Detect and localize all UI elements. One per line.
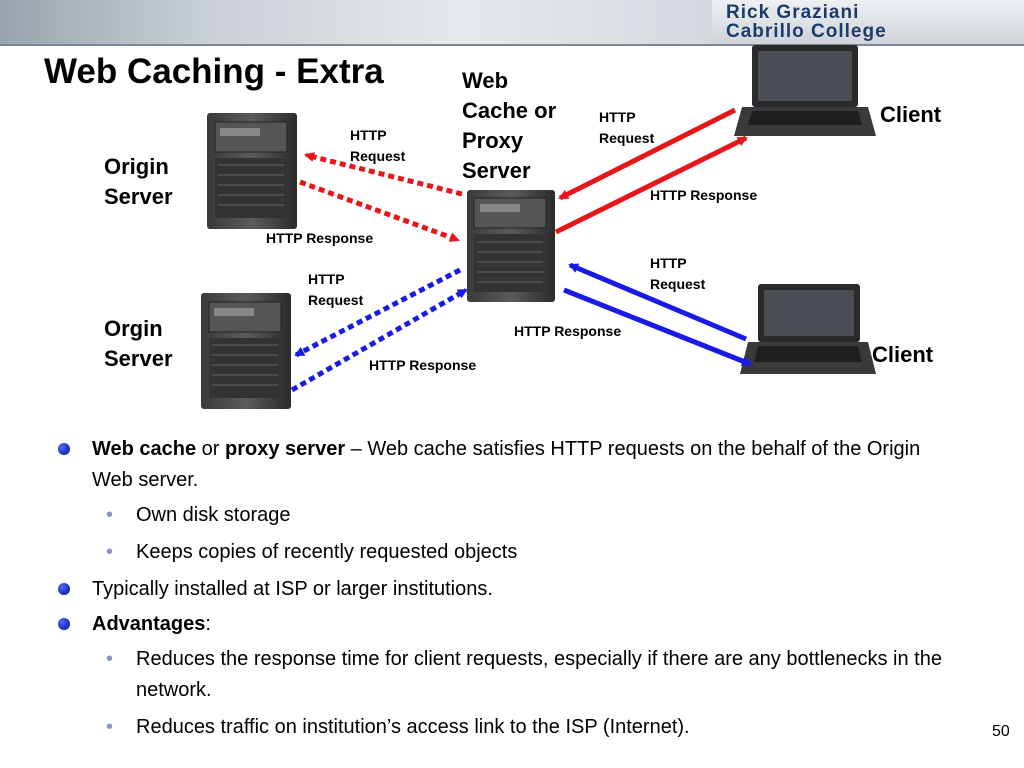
red-client-request-arrow (558, 107, 737, 201)
sub-bullet-marker: • (106, 716, 114, 738)
blue-client-request-label: HTTP Request (650, 255, 706, 292)
page-number: 50 (992, 723, 1010, 740)
blue-origin-response-label: HTTP Response (369, 357, 477, 373)
red-client-response-label: HTTP Response (650, 187, 758, 203)
blue-client-request-arrow (568, 262, 747, 342)
red-client-request-label: HTTP Request (599, 109, 655, 146)
sub-bullet-traffic: • Reduces traffic on institution’s acces… (56, 712, 956, 743)
blue-client-response-arrow (563, 287, 752, 367)
bullet-marker (58, 583, 70, 595)
bullet-marker (58, 443, 70, 455)
bullet-list: Web cache or proxy server – Web cache sa… (56, 434, 956, 749)
author-name: Rick Graziani (726, 2, 860, 23)
origin-server-1-label: Origin Server (104, 154, 173, 209)
origin-server-1-icon (207, 113, 297, 229)
blue-origin-request-label: HTTP Request (308, 271, 364, 308)
origin-server-2-label: Orgin Server (104, 316, 173, 371)
sub-bullet-marker: • (106, 541, 114, 563)
red-origin-response-arrow (299, 179, 460, 243)
author-institution: Cabrillo College (726, 21, 887, 42)
sub-bullet-disk-storage: • Own disk storage (56, 500, 956, 531)
origin-server-2-icon (201, 293, 291, 409)
blue-origin-response-arrow (290, 287, 468, 393)
sub-bullet-marker: • (106, 504, 114, 526)
caching-diagram (201, 45, 876, 409)
blue-client-response-label: HTTP Response (514, 323, 622, 339)
red-origin-response-label: HTTP Response (266, 230, 374, 246)
sub-bullet-copies: • Keeps copies of recently requested obj… (56, 537, 956, 568)
sub-bullet-marker: • (106, 648, 114, 670)
red-client-response-arrow (554, 135, 748, 235)
bullet-installed: Typically installed at ISP or larger ins… (56, 574, 956, 605)
bullet-marker (58, 618, 70, 630)
client-2-label: Client (872, 342, 934, 367)
client-2-laptop-icon (740, 284, 876, 374)
client-1-laptop-icon (734, 45, 876, 136)
web-cache-label: Web Cache or Proxy Server (462, 68, 557, 183)
proxy-server-icon (467, 190, 555, 302)
header-divider (0, 44, 1024, 46)
red-origin-request-label: HTTP Request (350, 127, 406, 164)
author-box (712, 0, 1024, 44)
sub-bullet-response-time: • Reduces the response time for client r… (56, 644, 956, 706)
red-origin-request-arrow (304, 152, 463, 197)
client-1-label: Client (880, 102, 942, 127)
blue-origin-request-arrow (294, 267, 462, 358)
bullet-web-cache: Web cache or proxy server – Web cache sa… (56, 434, 956, 496)
bullet-advantages: Advantages: (56, 609, 956, 640)
slide-title: Web Caching - Extra (44, 52, 384, 91)
